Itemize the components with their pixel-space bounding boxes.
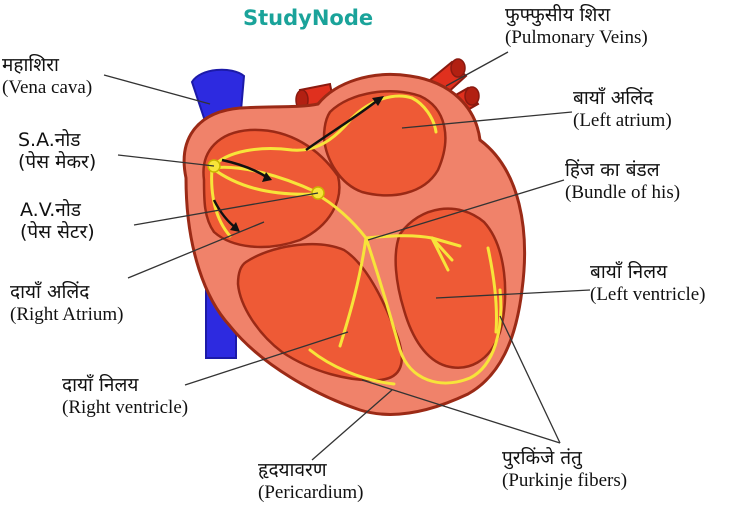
label-right-ventricle-hi: दायाँ निलय [62, 374, 139, 396]
label-left-ventricle-en: (Left ventricle) [590, 283, 706, 305]
label-pulmonary-veins-en: (Pulmonary Veins) [505, 26, 648, 48]
label-left-ventricle: बायाँ निलय (Left ventricle) [590, 261, 706, 306]
label-av-node-hi: A.V.नोड [20, 199, 81, 221]
label-vena-cava: महाशिरा (Vena cava) [2, 54, 93, 99]
label-av-node-sub: (पेस सेटर) [20, 220, 95, 243]
label-purkinje-hi: पुरकिंजे तंतु [502, 447, 582, 469]
label-right-ventricle: दायाँ निलय (Right ventricle) [62, 374, 189, 419]
label-av-node: A.V.नोड (पेस सेटर) [20, 199, 95, 244]
brand-logo: StudyNode [243, 6, 374, 30]
label-vena-cava-en: (Vena cava) [2, 76, 93, 98]
left-atrium-chamber [322, 90, 447, 197]
label-left-atrium-en: (Left atrium) [573, 109, 672, 131]
left-ventricle-chamber [394, 207, 507, 369]
label-bundle-of-his-hi: हिंज का बंडल [565, 159, 660, 181]
label-bundle-of-his: हिंज का बंडल (Bundle of his) [565, 159, 681, 204]
label-pulmonary-veins-hi: फुफ्फुसीय शिरा [505, 4, 611, 26]
label-sa-node-sub: (पेस मेकर) [18, 150, 97, 173]
label-pulmonary-veins: फुफ्फुसीय शिरा (Pulmonary Veins) [505, 4, 648, 49]
label-right-atrium-hi: दायाँ अलिंद [10, 281, 90, 303]
right-ventricle-chamber [236, 243, 403, 382]
label-right-atrium: दायाँ अलिंद (Right Atrium) [10, 281, 124, 326]
label-sa-node-hi: S.A.नोड [18, 129, 81, 151]
label-purkinje-en: (Purkinje fibers) [502, 469, 628, 491]
label-left-atrium-hi: बायाँ अलिंद [573, 87, 654, 109]
label-sa-node: S.A.नोड (पेस मेकर) [18, 129, 97, 174]
flow-arrows [212, 96, 384, 232]
label-pericardium-hi: हृदयावरण [258, 459, 327, 481]
label-left-ventricle-hi: बायाँ निलय [590, 261, 668, 283]
label-purkinje: पुरकिंजे तंतु (Purkinje fibers) [502, 447, 628, 492]
label-right-ventricle-en: (Right ventricle) [62, 396, 189, 418]
label-bundle-of-his-en: (Bundle of his) [565, 181, 681, 203]
label-left-atrium: बायाँ अलिंद (Left atrium) [573, 87, 672, 132]
leader-lines [103, 51, 591, 461]
right-atrium-chamber [202, 128, 341, 249]
label-pericardium: हृदयावरण (Pericardium) [258, 459, 364, 504]
label-pericardium-en: (Pericardium) [258, 481, 364, 503]
label-vena-cava-hi: महाशिरा [2, 54, 59, 76]
label-right-atrium-en: (Right Atrium) [10, 303, 124, 325]
